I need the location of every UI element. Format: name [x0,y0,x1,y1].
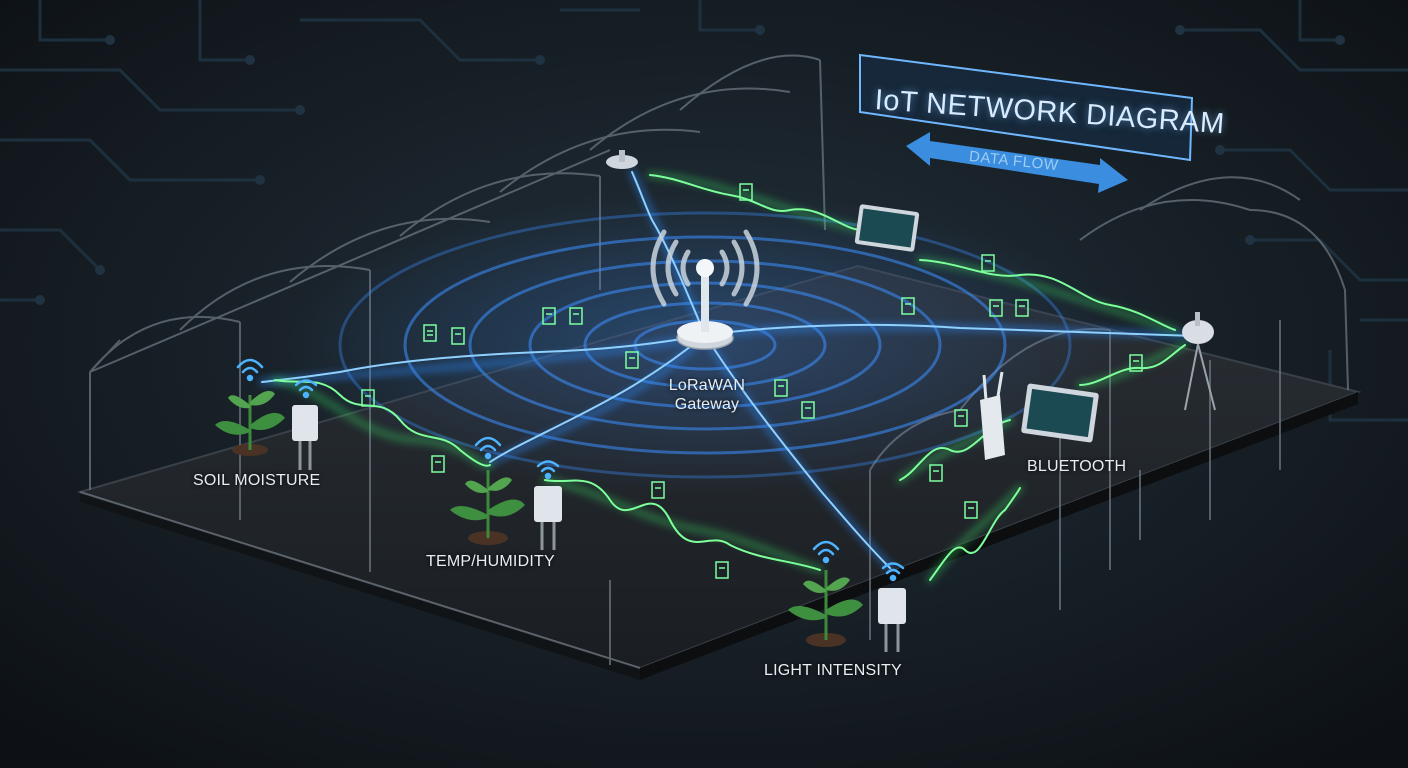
plant-icon-soil [215,390,285,456]
document-icon [431,455,445,473]
title-panel: IoT NETWORK DIAGRAM DATA FLOW [860,52,1226,174]
document-icon [1015,299,1029,317]
document-icon [774,379,788,397]
gateway-label-line1: LoRaWAN [668,377,746,394]
tablet-icon-right [1021,383,1099,443]
gateway-antenna-icon [650,229,760,350]
top-gateway-icon [606,150,638,169]
circuit-traces [0,0,1408,422]
sensor-box-icon-temp [534,486,562,550]
tablet-icon-top [854,204,920,252]
diagram-title: IoT NETWORK DIAGRAM [873,84,1226,141]
document-icon [1129,354,1143,372]
gateway-label-line2: Gateway [674,396,740,413]
plant-icon-light [788,570,863,647]
wifi-icon [474,436,502,460]
wifi-icons [236,358,905,582]
wifi-icon [294,379,318,399]
temp-humidity-label: TEMP/HUMIDITY [426,553,555,570]
wifi-icon [236,358,264,382]
soil-moisture-label: SOIL MOISTURE [193,472,321,489]
sensor-box-icon-light [878,588,906,652]
double-arrow-icon [906,132,1128,193]
document-icon [981,254,995,272]
bluetooth-label: BLUETOOTH [1027,458,1127,475]
document-icons [361,183,1143,579]
document-icon [954,409,968,427]
document-icon [361,389,375,407]
right-gateway-icon [1182,312,1216,411]
lora-links [258,168,1200,572]
bluetooth-router-icon [980,371,1005,460]
document-icon [901,297,915,315]
document-icon [739,183,753,201]
wifi-icon [812,540,840,564]
sensor-box-icon-soil [292,405,318,470]
document-icon [715,561,729,579]
document-icon [651,481,665,499]
document-icon [929,464,943,482]
circuit-nodes [35,25,1345,305]
document-icon [625,351,639,369]
document-icon [569,307,583,325]
plant-icon-temp [450,470,525,545]
document-icon [451,327,465,345]
wifi-icon [881,562,905,582]
document-icon [964,501,978,519]
document-icon [801,401,815,419]
wifi-icon [536,460,560,480]
title-panel-frame [859,53,1194,162]
light-intensity-label: LIGHT INTENSITY [764,662,902,679]
document-icon [989,299,1003,317]
document-icon [423,324,437,342]
document-icon [542,307,556,325]
gateway-label: LoRaWAN Gateway [664,376,750,414]
